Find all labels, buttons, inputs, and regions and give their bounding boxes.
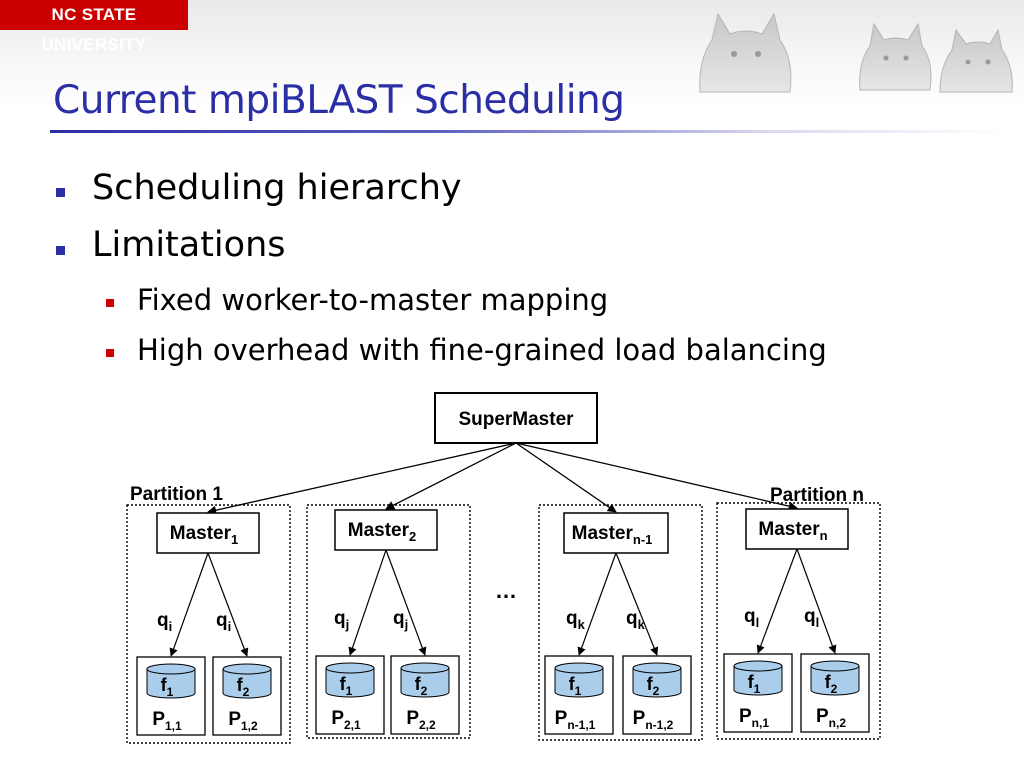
fragment-label: f1 bbox=[161, 675, 174, 699]
fragment-label: f2 bbox=[237, 675, 250, 699]
supermaster-arrow bbox=[385, 442, 517, 510]
worker-label: Pn-1,2 bbox=[633, 708, 674, 732]
worker-label: P2,2 bbox=[406, 708, 436, 732]
ellipsis-label: … bbox=[495, 578, 517, 603]
database-cylinder-icon bbox=[146, 668, 196, 699]
sub-bullet-marker-icon bbox=[106, 299, 114, 307]
database-cylinder-icon bbox=[400, 667, 450, 698]
master-label: Master1 bbox=[170, 523, 238, 547]
master-label: Master2 bbox=[348, 520, 416, 544]
supermaster-box bbox=[434, 392, 598, 444]
master-box bbox=[156, 512, 260, 554]
worker-label: Pn-1,1 bbox=[555, 708, 596, 732]
database-cylinder-icon bbox=[325, 667, 375, 698]
database-cylinder-top-icon bbox=[810, 660, 860, 672]
sub-bullet-marker-icon bbox=[106, 349, 114, 357]
queue-label: ql bbox=[744, 606, 759, 630]
database-cylinder-icon bbox=[554, 667, 604, 698]
database-cylinder-top-icon bbox=[146, 663, 196, 675]
title-underline bbox=[50, 130, 1010, 133]
database-cylinder-top-icon bbox=[733, 660, 783, 672]
partition-box bbox=[716, 502, 881, 740]
bullet-marker-icon bbox=[56, 246, 65, 255]
worker-label: P1,2 bbox=[228, 709, 258, 733]
queue-label: ql bbox=[804, 606, 819, 630]
slide-title: Current mpiBLAST Scheduling bbox=[53, 78, 625, 123]
worker-label: P2,1 bbox=[331, 708, 361, 732]
supermaster-label: SuperMaster bbox=[458, 409, 574, 430]
master-worker-arrow bbox=[796, 548, 837, 654]
sub-bullet-item: High overhead with fine-grained load bal… bbox=[137, 333, 827, 367]
supermaster-arrow bbox=[207, 442, 517, 515]
fragment-label: f2 bbox=[415, 674, 428, 698]
supermaster-arrow bbox=[515, 442, 617, 513]
bullet-item: Scheduling hierarchy bbox=[92, 168, 462, 208]
fragment-label: f2 bbox=[647, 674, 660, 698]
master-label: Mastern bbox=[758, 519, 827, 543]
master-worker-arrow bbox=[207, 552, 249, 657]
master-worker-arrow bbox=[756, 548, 798, 654]
database-cylinder-top-icon bbox=[325, 662, 375, 674]
worker-label: P1,1 bbox=[152, 709, 182, 733]
master-worker-arrow bbox=[348, 549, 387, 656]
partition-last-label: Partition n bbox=[770, 485, 864, 506]
bullet-item: Limitations bbox=[92, 225, 286, 265]
sub-bullet-item: Fixed worker-to-master mapping bbox=[137, 283, 609, 317]
queue-label: qk bbox=[626, 608, 646, 632]
fragment-label: f1 bbox=[340, 674, 353, 698]
fragment-label: f2 bbox=[825, 672, 838, 696]
worker-label: Pn,2 bbox=[816, 706, 846, 730]
queue-label: qj bbox=[393, 608, 408, 632]
master-box bbox=[745, 508, 849, 550]
worker-label: Pn,1 bbox=[739, 706, 769, 730]
fragment-label: f1 bbox=[569, 674, 582, 698]
master-box bbox=[563, 512, 669, 554]
bullet-marker-icon bbox=[56, 188, 65, 197]
database-cylinder-top-icon bbox=[400, 662, 450, 674]
supermaster-arrow bbox=[515, 442, 798, 511]
master-worker-arrow bbox=[615, 552, 659, 656]
database-cylinder-icon bbox=[632, 667, 682, 698]
database-cylinder-icon bbox=[222, 668, 272, 699]
queue-label: qi bbox=[157, 610, 172, 634]
university-logo: NC STATE UNIVERSITY bbox=[0, 0, 188, 54]
queue-label: qi bbox=[216, 610, 231, 634]
database-cylinder-icon bbox=[733, 665, 783, 696]
partition-box bbox=[126, 504, 291, 744]
queue-label: qj bbox=[334, 608, 349, 632]
fragment-label: f1 bbox=[748, 672, 761, 696]
database-cylinder-icon bbox=[810, 665, 860, 696]
database-cylinder-top-icon bbox=[632, 662, 682, 674]
database-cylinder-top-icon bbox=[554, 662, 604, 674]
master-worker-arrow bbox=[169, 552, 209, 657]
partition-box bbox=[538, 504, 703, 741]
wolves-image bbox=[699, 12, 1013, 93]
master-box bbox=[334, 509, 438, 551]
master-worker-arrow bbox=[577, 552, 617, 656]
master-label: Mastern-1 bbox=[572, 523, 653, 547]
queue-label: qk bbox=[566, 608, 586, 632]
database-cylinder-top-icon bbox=[222, 663, 272, 675]
master-worker-arrow bbox=[385, 549, 427, 656]
partition-first-label: Partition 1 bbox=[130, 484, 223, 505]
